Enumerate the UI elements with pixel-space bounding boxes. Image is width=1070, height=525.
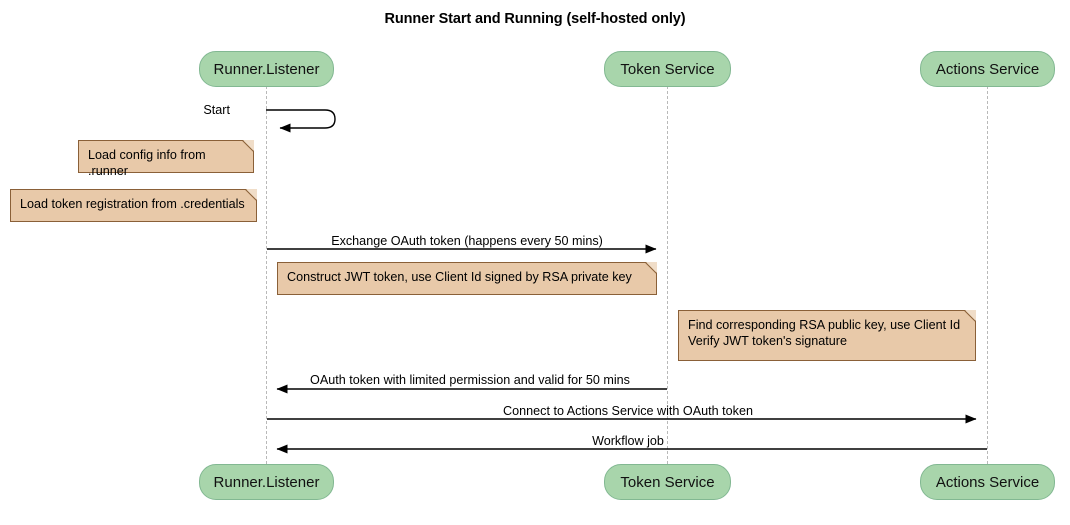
- lifeline-runner: [266, 86, 267, 464]
- note-text: Load config info from .runner: [88, 148, 206, 178]
- participant-runner-top[interactable]: Runner.Listener: [199, 51, 334, 87]
- note-text-line-2: Verify JWT token's signature: [688, 334, 847, 348]
- participant-label: Runner.Listener: [213, 473, 320, 491]
- participant-label: Runner.Listener: [213, 60, 320, 78]
- note-load-token-registration: Load token registration from .credential…: [10, 189, 257, 222]
- note-text-line-1: Find corresponding RSA public key, use C…: [688, 318, 961, 332]
- page-title: Runner Start and Running (self-hosted on…: [384, 11, 686, 27]
- message-label-oauth-return: OAuth token with limited permission and …: [310, 373, 630, 387]
- lifeline-token: [667, 86, 668, 464]
- participant-actions-top[interactable]: Actions Service: [920, 51, 1055, 87]
- note-verify-jwt: Find corresponding RSA public key, use C…: [678, 310, 976, 361]
- note-fold-line-icon: [242, 140, 254, 152]
- note-fold-line-icon: [645, 262, 657, 274]
- participant-token-bottom[interactable]: Token Service: [604, 464, 731, 500]
- participant-label: Token Service: [620, 473, 715, 491]
- participant-actions-bottom[interactable]: Actions Service: [920, 464, 1055, 500]
- participant-label: Actions Service: [935, 473, 1040, 491]
- note-fold-line-icon: [964, 310, 976, 322]
- note-fold-line-icon: [245, 189, 257, 201]
- participant-label: Actions Service: [935, 60, 1040, 78]
- message-label-start: Start: [203, 103, 230, 117]
- note-construct-jwt: Construct JWT token, use Client Id signe…: [277, 262, 657, 295]
- message-label-exchange-oauth: Exchange OAuth token (happens every 50 m…: [331, 234, 603, 248]
- note-load-config: Load config info from .runner: [78, 140, 254, 178]
- note-text: Construct JWT token, use Client Id signe…: [287, 270, 632, 284]
- message-arrow-start: [266, 109, 336, 133]
- participant-label: Token Service: [620, 60, 715, 78]
- participant-runner-bottom[interactable]: Runner.Listener: [199, 464, 334, 500]
- note-text: Load token registration from .credential…: [20, 197, 245, 211]
- lifeline-actions: [987, 86, 988, 464]
- participant-token-top[interactable]: Token Service: [604, 51, 731, 87]
- message-label-workflow-job: Workflow job: [592, 434, 664, 448]
- message-label-connect-actions: Connect to Actions Service with OAuth to…: [503, 404, 753, 418]
